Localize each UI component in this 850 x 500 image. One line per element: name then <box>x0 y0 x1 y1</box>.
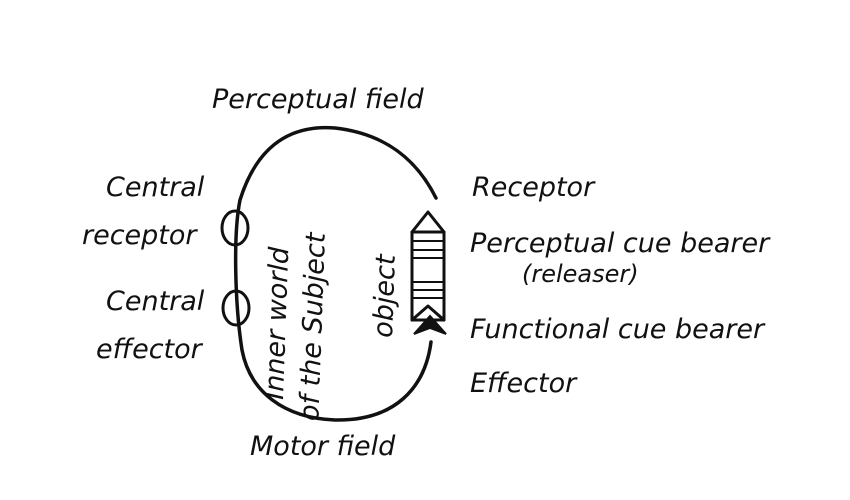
effector-label: Effector <box>470 368 578 399</box>
central-effector-label-line1: Central <box>106 286 205 317</box>
object-label: object <box>368 253 402 339</box>
central-effector-circle <box>221 289 251 327</box>
inner-world-label-line1: Inner world <box>259 246 295 401</box>
object-text: object <box>368 253 402 339</box>
functional-cue-bearer-label: Functional cue bearer <box>470 314 766 345</box>
releaser-label: (releaser) <box>522 260 639 288</box>
bottom-chevron-1 <box>410 304 446 322</box>
perceptual-cue-bearer-label: Perceptual cue bearer <box>470 228 771 259</box>
perceptual-field-label: Perceptual field <box>212 84 424 115</box>
top-chevron <box>410 210 446 234</box>
motor-field-label: Motor field <box>250 431 396 462</box>
inner-world-loop <box>233 125 438 422</box>
central-receptor-circle <box>220 209 250 247</box>
central-effector-label-line2: effector <box>96 334 204 365</box>
inner-world-text: Inner world of the Subject <box>259 231 332 422</box>
object-bar <box>410 210 447 335</box>
inner-world-label-line2: of the Subject <box>294 231 332 422</box>
central-receptor-label-line2: receptor <box>82 220 198 251</box>
effector-arrowhead <box>413 314 447 335</box>
receptor-label: Receptor <box>472 172 596 203</box>
central-receptor-label-line1: Central <box>106 172 205 203</box>
